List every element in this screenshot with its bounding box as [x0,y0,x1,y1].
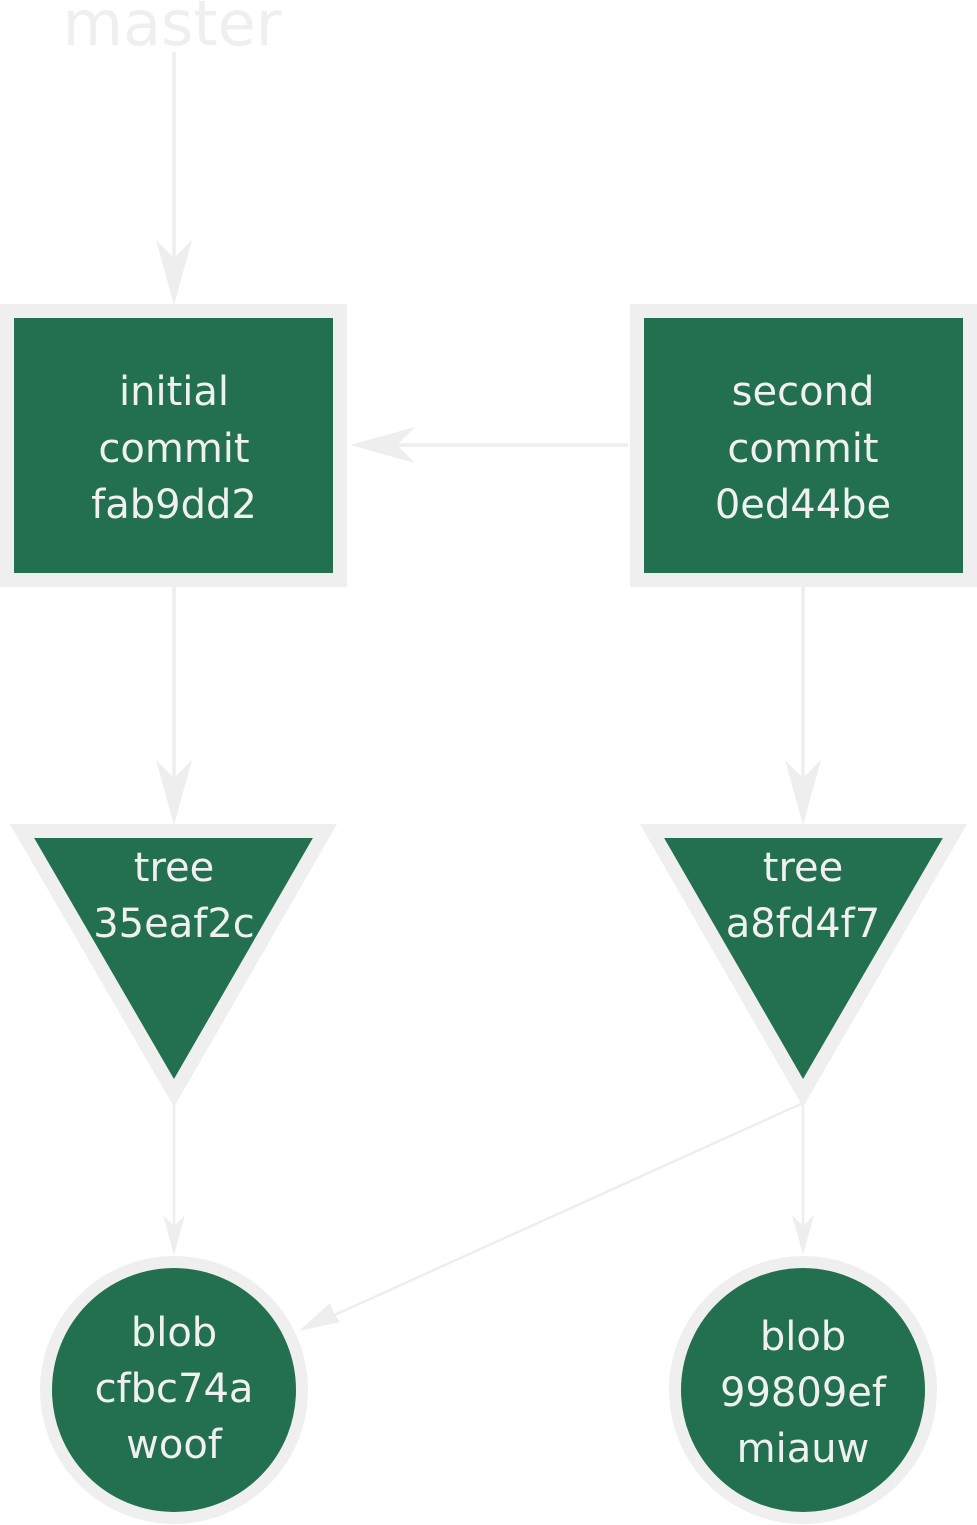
blob-label: blob [131,1310,217,1356]
blob-hash: cfbc74a [95,1366,254,1412]
edges [156,52,821,1331]
arrowhead [785,760,821,825]
blob-node-cfbc74a[interactable]: blob cfbc74a woof [40,1256,308,1524]
arrowhead [350,427,415,463]
commit-label-line: initial [119,369,229,415]
tree-hash: 35eaf2c [93,901,255,947]
commit-node-second[interactable]: second commit 0ed44be [630,304,977,587]
tree-hash: a8fd4f7 [726,901,880,947]
commit-label-line: commit [98,426,249,472]
tree-node-35eaf2c[interactable]: tree 35eaf2c [9,824,338,1107]
arrowhead [792,1215,814,1255]
tree-label: tree [763,845,843,891]
commit-label-line: second [732,369,875,415]
arrowhead [299,1303,340,1331]
blob-node-99809ef[interactable]: blob 99809ef miauw [669,1256,937,1524]
commit-hash: fab9dd2 [91,482,257,528]
tree-node-a8fd4f7[interactable]: tree a8fd4f7 [639,824,968,1107]
commit-label-line: commit [727,426,878,472]
commit-node-initial[interactable]: initial commit fab9dd2 [0,304,347,587]
blob-hash: 99809ef [720,1370,887,1416]
arrowhead [156,760,192,825]
blob-content: woof [126,1422,223,1468]
commit-hash: 0ed44be [715,482,891,528]
arrowhead [163,1215,185,1255]
blob-content: miauw [737,1426,870,1472]
arrowhead [156,240,192,305]
ref-label-master: master [63,0,282,60]
blob-label: blob [760,1314,846,1360]
edge-tree-a8-to-blob-woof [307,1101,804,1329]
tree-label: tree [134,845,214,891]
